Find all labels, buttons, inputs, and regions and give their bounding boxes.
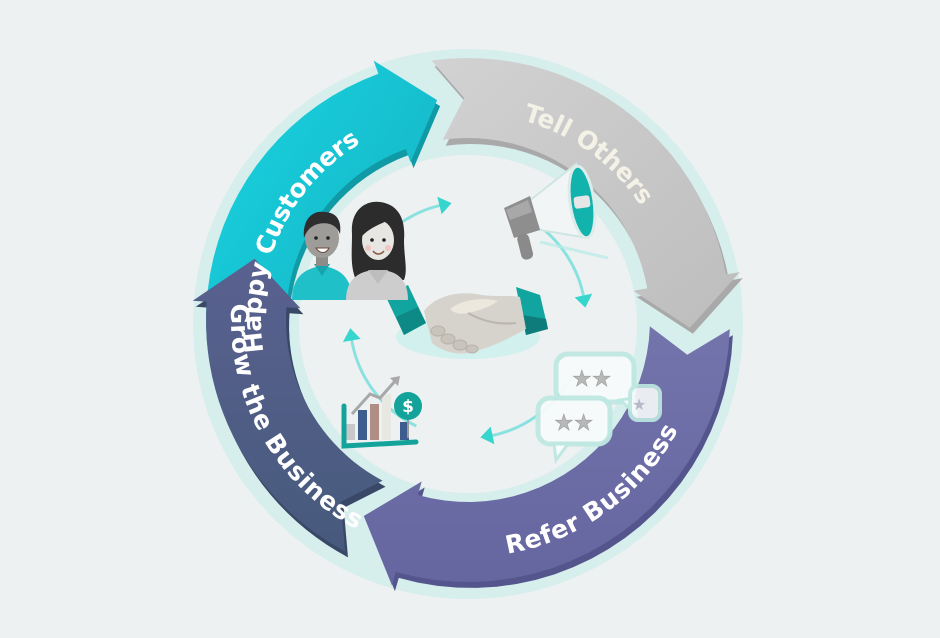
star-rating: ★★	[554, 411, 593, 436]
customers-icon	[292, 201, 408, 300]
megaphone-icon	[504, 162, 609, 260]
flow-arrow-head-icon	[437, 196, 452, 215]
woman-avatar	[346, 201, 408, 300]
flow-arrow-head-icon	[574, 293, 593, 308]
dollar-sign: $	[402, 397, 414, 417]
review-bubble: ★★	[553, 351, 638, 418]
man-avatar	[292, 211, 352, 300]
growth-chart-icon: $	[341, 376, 422, 449]
flow-arrow-head-icon	[480, 426, 495, 445]
handshake-icon	[386, 285, 548, 359]
svg-text:★: ★	[632, 395, 646, 414]
review-bubble: ★	[628, 384, 662, 422]
arrow-grow-the-business	[192, 258, 383, 552]
review-bubble: ★★	[535, 395, 613, 464]
arrow-tell-others	[431, 58, 740, 328]
star-rating: ★★	[572, 367, 611, 392]
review-bubbles-icon: ★★ ★★ ★	[535, 351, 662, 464]
flow-arrow-head-icon	[342, 328, 361, 343]
dollar-coin	[394, 392, 422, 420]
